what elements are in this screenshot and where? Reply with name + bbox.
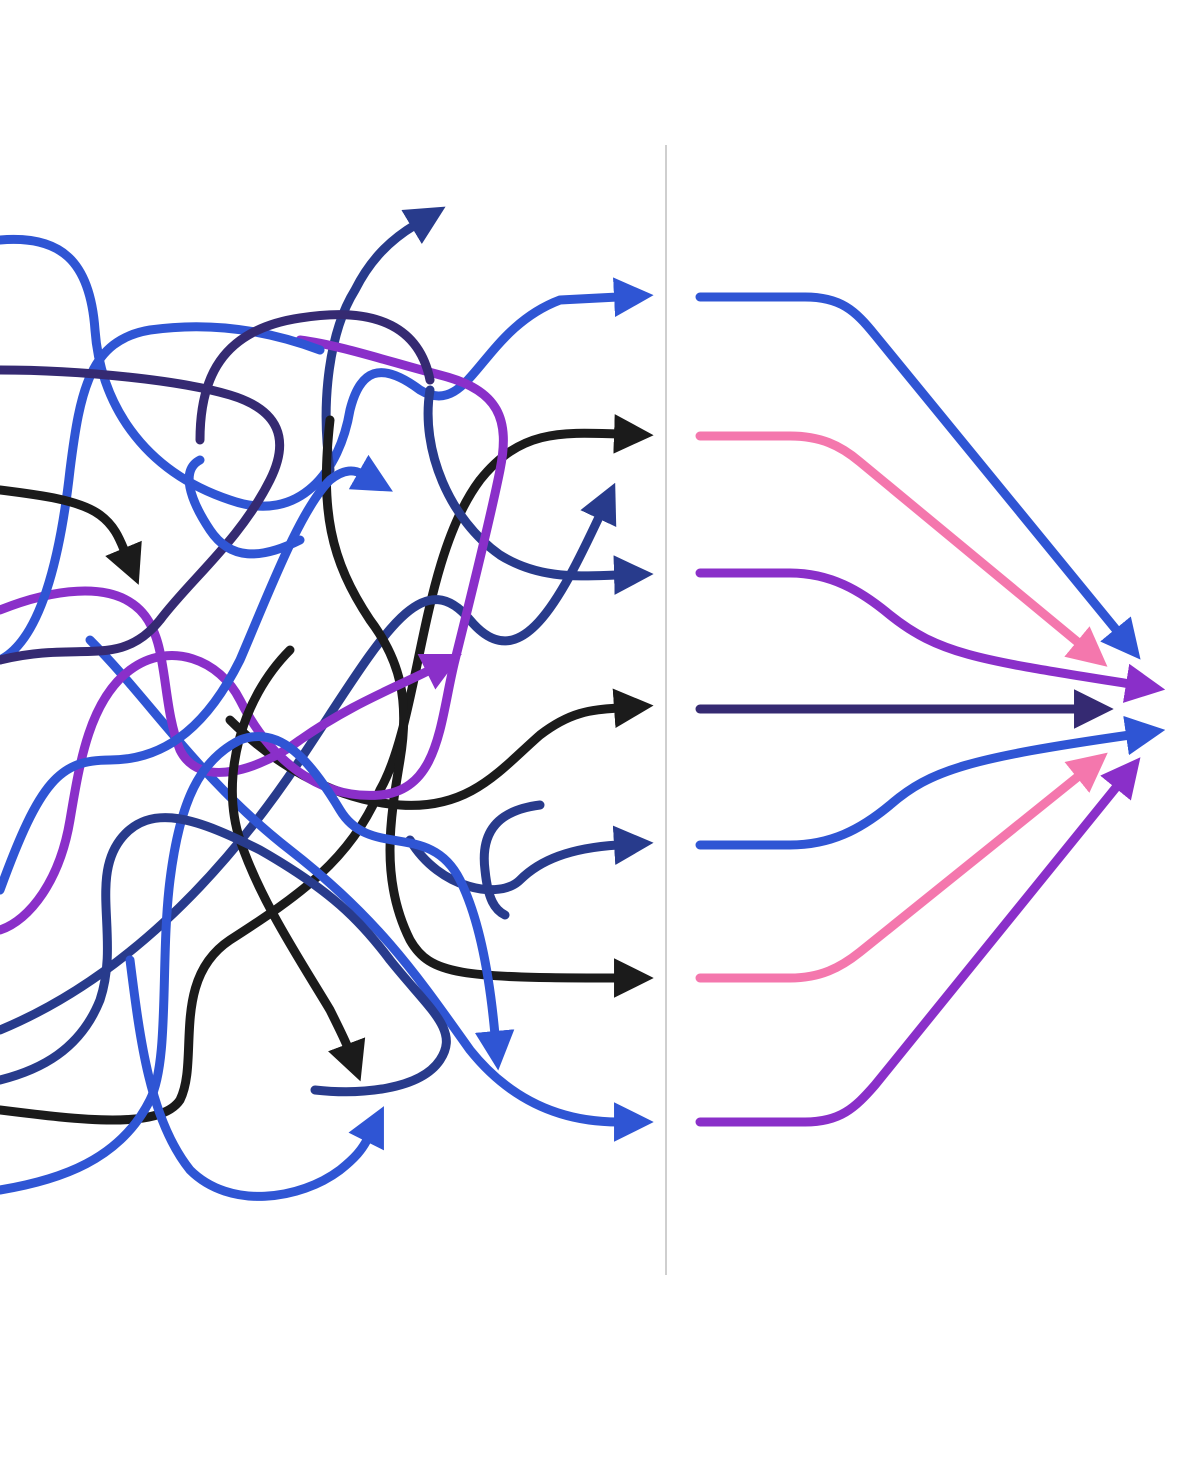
tangle-black-short [0,485,142,585]
tangle-blue-top-exit [0,234,654,511]
converge-purple-7 [695,757,1141,1127]
tangle-purple-diagonal [0,586,462,777]
tangle-navy-exit-5 [405,825,654,895]
tangle-navy-bottom [0,813,451,1097]
tangle-blue-bottom [0,732,515,1195]
tangle-indigo-loop [0,365,285,665]
converge-pink-6 [695,752,1108,983]
tangle-navy-exit-5b [479,800,545,920]
tangle-navy-exit-3b [423,385,654,595]
tangle-navy-exit-3 [0,482,617,1035]
tangle-black-exit-2 [0,414,654,1125]
converge-pink-2 [695,431,1108,667]
tangle-black-exit-6 [321,415,654,998]
tangle-blue-bottom-b [125,955,384,1201]
converge-purple-3 [695,568,1166,703]
converge-blue-5 [695,715,1166,850]
tangle-purple-loop [0,335,508,935]
tangled-arrows-panel [0,206,654,1201]
converge-blue-1 [695,292,1141,660]
tangle-black-down [227,645,366,1082]
converging-arrows-panel [695,292,1166,1127]
tangle-blue-loop-b [0,454,393,895]
tangle-indigo-loop-b [195,310,435,445]
tangle-blue-loop-a [0,322,325,665]
tangle-navy-up-exit [321,206,446,475]
tangle-blue-mid [184,455,305,559]
